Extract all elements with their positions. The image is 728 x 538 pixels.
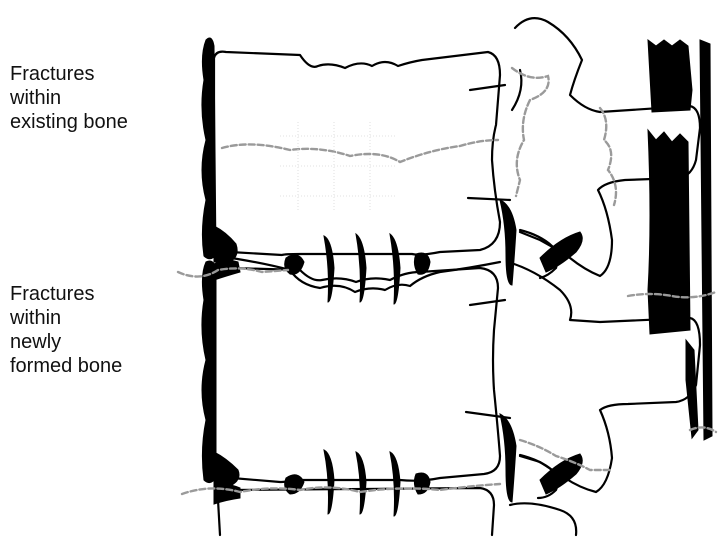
upper-spinous-line bbox=[468, 198, 510, 200]
facet-lower-left bbox=[500, 414, 516, 502]
upper-endplate bbox=[218, 256, 500, 292]
left-bridge-upper bbox=[214, 226, 237, 262]
facet-upper-right bbox=[540, 232, 582, 272]
left-cortex-lower bbox=[202, 261, 216, 483]
posterior-column-edge bbox=[700, 40, 712, 440]
fracture-line-existing-bone bbox=[222, 140, 498, 162]
fracture-line-existing-posterior bbox=[512, 68, 549, 196]
fracture-line-existing-posterior-2 bbox=[600, 108, 616, 205]
posterior-column-mid bbox=[648, 130, 690, 334]
disc-bridge-3 bbox=[390, 234, 400, 304]
lower-vertebral-body bbox=[214, 268, 500, 482]
lower-pedicle bbox=[470, 300, 505, 305]
disc-nodule-left-lower bbox=[285, 475, 304, 494]
disc-bridge-5 bbox=[356, 452, 366, 514]
disc-bridge-6 bbox=[390, 452, 400, 516]
facet-upper-left bbox=[500, 200, 516, 285]
posterior-column-upper bbox=[648, 40, 692, 112]
disc-bridge-4 bbox=[324, 450, 334, 514]
disc-nodule-right-lower bbox=[414, 473, 430, 494]
disc-bridge-1 bbox=[324, 236, 334, 302]
facet-lower-right bbox=[540, 454, 582, 494]
bottom-vertebral-body bbox=[216, 488, 494, 535]
upper-vertebral-body bbox=[214, 52, 500, 255]
faint-grid bbox=[280, 122, 395, 212]
posterior-column-lower bbox=[686, 340, 698, 438]
left-bridge-lower bbox=[214, 452, 239, 486]
